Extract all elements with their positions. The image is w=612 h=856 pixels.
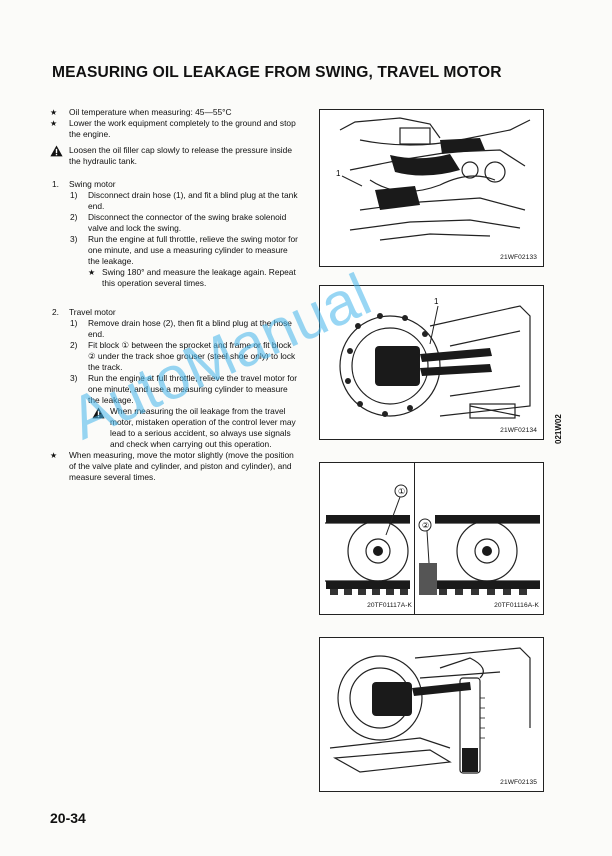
figure-code: 20TF01117A-K bbox=[367, 602, 412, 609]
block-1-illustration: ① bbox=[325, 484, 410, 595]
callout-block-1: ① bbox=[398, 487, 405, 496]
swing-repeat-note: ★ Swing 180° and measure the leakage aga… bbox=[88, 267, 296, 288]
lower-equipment-note: ★ Lower the work equipment completely to… bbox=[50, 118, 296, 139]
measuring-cylinder-illustration bbox=[329, 647, 531, 774]
page-number: 20-34 bbox=[50, 810, 86, 826]
block-2-illustration: ② bbox=[418, 515, 540, 595]
travel-heading: 2. Travel motor bbox=[52, 307, 116, 317]
figure-code: 21WF02134 bbox=[500, 427, 537, 434]
page-title: MEASURING OIL LEAKAGE FROM SWING, TRAVEL… bbox=[52, 64, 502, 81]
measure-several-times-note: ★ When measuring, move the motor slightl… bbox=[50, 450, 294, 482]
travel-motor-illustration: 1 bbox=[339, 297, 531, 419]
callout-block-2: ② bbox=[422, 521, 429, 530]
star-icon: ★ bbox=[50, 451, 58, 460]
figure-block-grouser: ② 20TF01116A-K bbox=[414, 462, 544, 615]
caution-travel-motor: When measuring the oil leakage from the … bbox=[50, 406, 298, 450]
side-code: 021W02 bbox=[554, 414, 563, 444]
star-icon: ★ bbox=[50, 108, 58, 117]
instruction-column: ★ Oil temperature when measuring: 45—55°… bbox=[50, 107, 298, 483]
star-icon: ★ bbox=[88, 268, 96, 277]
figure-travel-motor: 1 21WF02134 bbox=[319, 285, 544, 440]
swing-step-3: 3) Run the engine at full throttle, reli… bbox=[70, 234, 298, 266]
caution-filler-cap: Loosen the oil filler cap slowly to rele… bbox=[50, 145, 298, 167]
star-icon: ★ bbox=[50, 119, 58, 128]
travel-step-1: 1) Remove drain hose (2), then fit a bli… bbox=[70, 318, 292, 339]
callout-1: 1 bbox=[434, 297, 439, 306]
swing-step-1: 1) Disconnect drain hose (1), and fit a … bbox=[70, 190, 298, 211]
figure-code: 21WF02135 bbox=[500, 779, 537, 786]
swing-motor-illustration: 1 bbox=[336, 117, 531, 241]
warning-triangle-icon bbox=[92, 407, 105, 419]
warning-triangle-icon bbox=[50, 145, 63, 157]
figure-measuring-cylinder: 21WF02135 bbox=[319, 637, 544, 792]
swing-step-2: 2) Disconnect the connector of the swing… bbox=[70, 212, 287, 233]
figure-swing-drain-hose: 1 21WF02133 bbox=[319, 109, 544, 267]
callout-1: 1 bbox=[336, 169, 341, 178]
travel-step-3: 3) Run the engine at full throttle, reli… bbox=[70, 373, 298, 405]
travel-step-2: 2) Fit block ① between the sprocket and … bbox=[70, 340, 296, 372]
figure-block-sprocket: ① 20TF01117A-K bbox=[319, 462, 416, 615]
oil-temp-note: ★ Oil temperature when measuring: 45—55°… bbox=[50, 107, 232, 117]
swing-heading: 1. Swing motor bbox=[52, 179, 116, 189]
figure-code: 20TF01116A-K bbox=[494, 602, 539, 609]
figure-code: 21WF02133 bbox=[500, 254, 537, 261]
